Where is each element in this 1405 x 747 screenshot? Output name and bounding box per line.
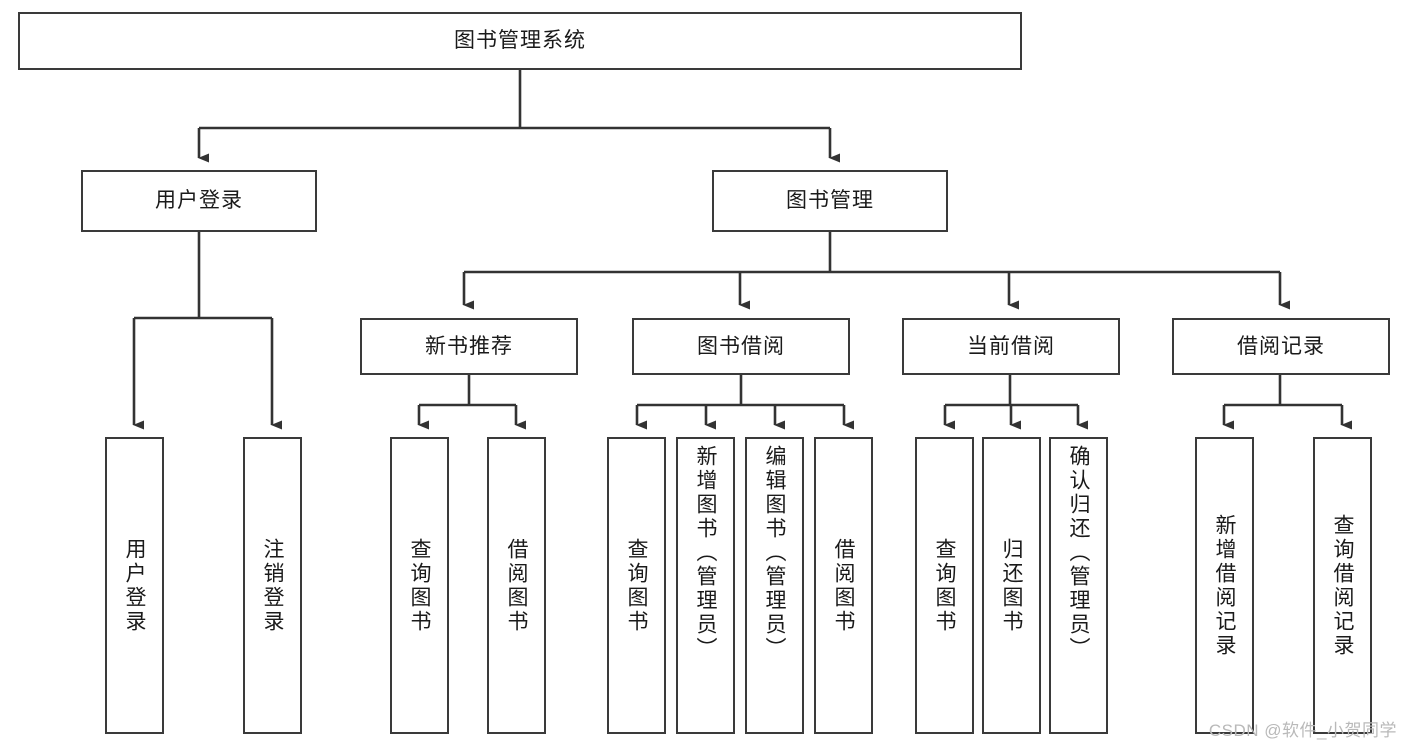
node-current-borrowing[interactable]: 当前借阅 (902, 318, 1120, 375)
leaf-label: 用户登录 (123, 537, 147, 634)
node-label: 图书借阅 (697, 334, 785, 358)
leaf-confirm-return-admin[interactable]: 确认归还（管理员） (1049, 437, 1108, 734)
leaf-query-book-bb[interactable]: 查询图书 (607, 437, 666, 734)
node-label: 图书管理系统 (454, 29, 586, 53)
node-label: 当前借阅 (967, 334, 1055, 358)
node-borrowing-record[interactable]: 借阅记录 (1172, 318, 1390, 375)
leaf-query-book-cb[interactable]: 查询图书 (915, 437, 974, 734)
leaf-label: 查询图书 (933, 537, 957, 634)
leaf-label: 借阅图书 (505, 537, 529, 634)
node-new-book-recommendation[interactable]: 新书推荐 (360, 318, 578, 375)
leaf-label: 确认归还（管理员） (1067, 445, 1091, 661)
leaf-return-book[interactable]: 归还图书 (982, 437, 1041, 734)
leaf-label: 查询图书 (625, 537, 649, 634)
leaf-query-book-nbr[interactable]: 查询图书 (390, 437, 449, 734)
leaf-label: 归还图书 (1000, 537, 1024, 634)
leaf-logout[interactable]: 注销登录 (243, 437, 302, 734)
leaf-label: 查询图书 (408, 537, 432, 634)
node-label: 新书推荐 (425, 334, 513, 358)
leaf-label: 注销登录 (261, 537, 285, 634)
leaf-user-login[interactable]: 用户登录 (105, 437, 164, 734)
node-book-borrowing[interactable]: 图书借阅 (632, 318, 850, 375)
leaf-label: 查询借阅记录 (1331, 513, 1355, 658)
node-label: 借阅记录 (1237, 334, 1325, 358)
node-book-management[interactable]: 图书管理 (712, 170, 948, 232)
node-label: 图书管理 (786, 189, 874, 213)
node-user-login[interactable]: 用户登录 (81, 170, 317, 232)
node-root-book-management-system[interactable]: 图书管理系统 (18, 12, 1022, 70)
leaf-label: 新增图书（管理员） (694, 445, 718, 661)
node-label: 用户登录 (155, 189, 243, 213)
leaf-borrow-book-nbr[interactable]: 借阅图书 (487, 437, 546, 734)
leaf-add-borrow-record[interactable]: 新增借阅记录 (1195, 437, 1254, 734)
leaf-borrow-book-bb[interactable]: 借阅图书 (814, 437, 873, 734)
leaf-query-borrow-record[interactable]: 查询借阅记录 (1313, 437, 1372, 734)
leaf-label: 新增借阅记录 (1213, 513, 1237, 658)
leaf-label: 借阅图书 (832, 537, 856, 634)
leaf-label: 编辑图书（管理员） (763, 445, 787, 661)
leaf-add-book-admin[interactable]: 新增图书（管理员） (676, 437, 735, 734)
leaf-edit-book-admin[interactable]: 编辑图书（管理员） (745, 437, 804, 734)
